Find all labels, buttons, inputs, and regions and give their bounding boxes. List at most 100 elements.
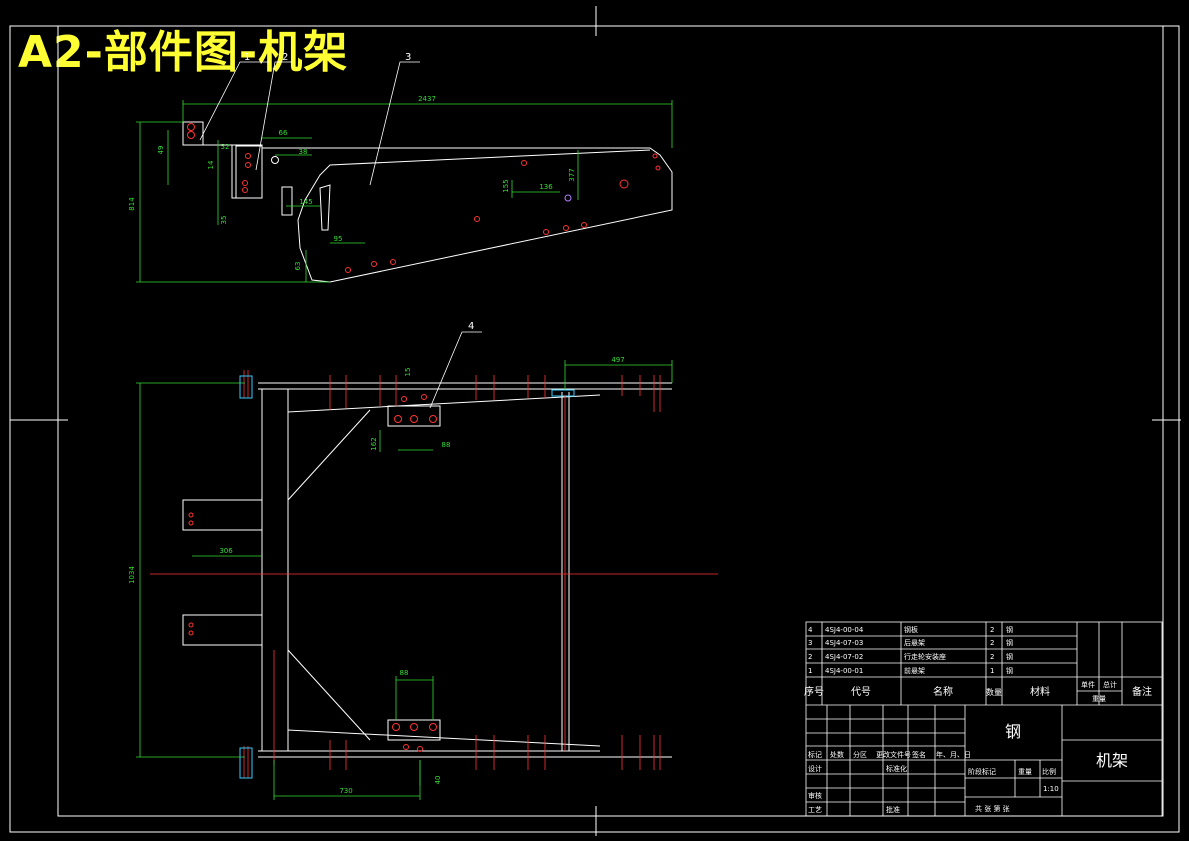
title-block-text: 钢 机架 标记 处数 分区 更改文件号 签名 年、月、日 设计 标准化 阶段标记… (808, 722, 1128, 814)
svg-text:重量: 重量 (1092, 695, 1106, 703)
svg-text:批准: 批准 (886, 805, 900, 814)
parts-row: 4 4SJ4-00-04 钢板 2 钢 (808, 625, 1013, 634)
parts-list: 4 4SJ4-00-04 钢板 2 钢 3 4SJ4-07-03 后悬架 2 钢… (808, 625, 1013, 675)
dim-63: 63 (294, 262, 302, 271)
dim-40: 40 (434, 776, 442, 785)
svg-text:工艺: 工艺 (808, 806, 822, 814)
svg-text:4: 4 (808, 626, 813, 634)
dim-730: 730 (339, 787, 352, 795)
svg-text:2: 2 (990, 626, 994, 634)
svg-text:标准化: 标准化 (886, 764, 907, 773)
dim-66: 66 (279, 129, 288, 137)
svg-text:钢板: 钢板 (904, 625, 918, 634)
plan-view-holes (188, 394, 437, 752)
dim-15: 15 (404, 368, 412, 377)
plan-view-outline (182, 382, 672, 758)
dim-306: 306 (219, 547, 233, 555)
dim-497: 497 (611, 356, 624, 364)
svg-text:设计: 设计 (808, 764, 822, 773)
svg-text:处数: 处数 (830, 750, 844, 759)
svg-text:2: 2 (808, 653, 812, 661)
dim-14: 14 (207, 160, 215, 169)
svg-text:序号: 序号 (804, 685, 824, 698)
dim-88b: 88 (400, 669, 409, 677)
balloon-1: 1 (244, 52, 250, 63)
svg-text:前悬架: 前悬架 (904, 666, 925, 675)
svg-text:总计: 总计 (1103, 680, 1117, 689)
svg-text:材料: 材料 (1030, 685, 1050, 698)
balloon-4: 4 (468, 321, 474, 332)
dim-35: 35 (220, 216, 228, 225)
plan-view-dim-text: 497 15 162 88 306 1034 88 40 730 (128, 356, 625, 795)
svg-text:行走轮安装座: 行走轮安装座 (904, 652, 946, 661)
svg-text:数量: 数量 (986, 687, 1002, 697)
side-view-dim-text: 2437 814 66 38 52 49 14 35 145 95 63 136… (128, 95, 576, 270)
parts-row: 2 4SJ4-07-02 行走轮安装座 2 钢 (808, 652, 1013, 661)
svg-text:4SJ4-00-04: 4SJ4-00-04 (825, 626, 864, 634)
svg-text:名称: 名称 (933, 685, 953, 698)
dim-162: 162 (370, 437, 378, 450)
svg-text:1: 1 (808, 667, 812, 675)
svg-text:签名: 签名 (912, 750, 926, 759)
svg-text:1: 1 (990, 667, 994, 675)
dim-49: 49 (157, 146, 165, 155)
title-block-lines (805, 621, 1163, 817)
dim-155: 155 (502, 179, 510, 192)
svg-text:3: 3 (808, 639, 812, 647)
balloons-top: 1 2 3 (244, 52, 411, 63)
svg-text:钢: 钢 (1006, 638, 1013, 647)
dim-814: 814 (128, 197, 136, 211)
parts-row: 1 4SJ4-00-01 前悬架 1 钢 (808, 666, 1013, 675)
dim-136: 136 (539, 183, 553, 191)
svg-text:共 张 第 张: 共 张 第 张 (975, 804, 1010, 813)
dim-145: 145 (299, 198, 312, 206)
dim-377: 377 (568, 168, 576, 181)
side-view-dimensions (136, 100, 673, 283)
drawing-name: 机架 (1096, 751, 1128, 770)
dim-52: 52 (221, 143, 230, 151)
svg-text:重量: 重量 (1018, 768, 1032, 776)
side-view-outline (182, 121, 673, 283)
svg-text:代号: 代号 (851, 686, 871, 698)
svg-text:4SJ4-07-03: 4SJ4-07-03 (825, 639, 863, 647)
dim-38: 38 (299, 148, 308, 156)
svg-text:4SJ4-00-01: 4SJ4-00-01 (825, 667, 863, 675)
svg-text:4SJ4-07-02: 4SJ4-07-02 (825, 653, 863, 661)
svg-text:钢: 钢 (1006, 625, 1013, 634)
svg-text:单件: 单件 (1081, 680, 1095, 689)
dim-88a: 88 (442, 441, 451, 449)
drawing-frame (9, 6, 1181, 836)
plan-view-centerline (150, 370, 718, 778)
scale-value: 1:10 (1043, 785, 1059, 793)
balloon-3: 3 (405, 52, 411, 63)
svg-text:更改文件号: 更改文件号 (876, 750, 911, 759)
svg-text:后悬架: 后悬架 (904, 638, 925, 647)
svg-text:钢: 钢 (1006, 652, 1013, 661)
sheet-title: A2-部件图-机架 (18, 27, 349, 78)
svg-text:备注: 备注 (1132, 685, 1152, 698)
material-label: 钢 (1005, 722, 1021, 741)
dim-1034: 1034 (128, 566, 136, 584)
leader-lines-top (199, 61, 420, 186)
svg-text:标记: 标记 (808, 750, 822, 759)
parts-header: 序号 代号 名称 数量 材料 单件 总计 重量 备注 (804, 680, 1152, 703)
svg-text:分区: 分区 (853, 750, 867, 759)
balloon-2: 2 (282, 52, 288, 63)
svg-text:阶段标记: 阶段标记 (968, 767, 996, 776)
svg-text:钢: 钢 (1006, 666, 1013, 675)
plan-view-dimensions (136, 360, 673, 800)
svg-text:审核: 审核 (808, 791, 822, 800)
parts-row: 3 4SJ4-07-03 后悬架 2 钢 (808, 638, 1013, 647)
svg-text:2: 2 (990, 639, 994, 647)
dim-2437: 2437 (418, 95, 436, 103)
svg-text:比例: 比例 (1042, 767, 1056, 776)
balloons-bottom: 4 (468, 321, 474, 332)
svg-text:2: 2 (990, 653, 994, 661)
svg-text:年、月、日: 年、月、日 (936, 750, 971, 759)
dim-95: 95 (334, 235, 343, 243)
leader-lines-bottom (429, 331, 482, 409)
plan-view-bolts (239, 375, 253, 779)
side-view-holes (187, 123, 661, 273)
